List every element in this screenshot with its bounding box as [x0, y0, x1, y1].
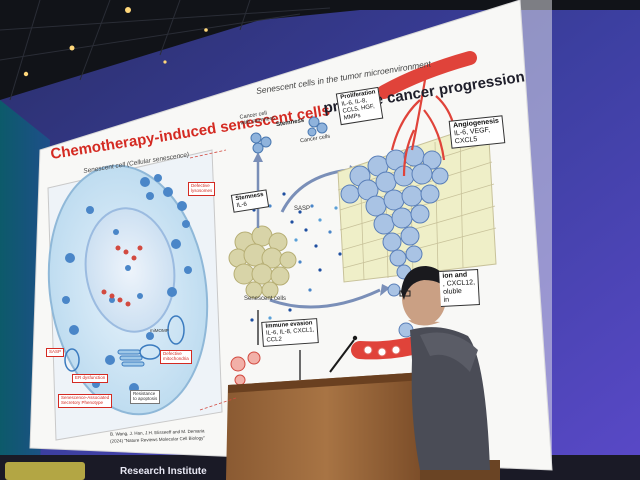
chair — [5, 462, 85, 480]
angiogenesis-detail: IL-6, VEGF, CXCL5 — [453, 126, 491, 146]
tumor-cluster — [340, 145, 449, 280]
blood-cells — [363, 345, 401, 357]
ceiling — [0, 0, 640, 100]
cancer-stem-cells — [250, 116, 328, 154]
dna-marks — [101, 245, 143, 307]
senescent-cells-cluster — [228, 225, 297, 299]
podium-microphone-icon — [329, 335, 358, 373]
proliferation-box: Proliferation IL-6, IL-8, CCL5, HGF, MMP… — [335, 86, 384, 125]
defective-lysosomes-box: Defective lysosomes — [188, 182, 216, 196]
immune-detail: IL-6, IL-8, CXCL1, CCL2 — [265, 327, 315, 344]
resistance-apoptosis-box: Resistance to apoptosis — [130, 390, 161, 404]
immune-evasion-box: Immune evasion IL-6, IL-8, CXCL1, CCL2 — [261, 318, 320, 347]
blood-vessel-top — [377, 51, 477, 99]
presenter — [399, 266, 490, 470]
label-sasp: SASP — [294, 206, 311, 212]
sasp-side-box: SASP — [46, 348, 65, 357]
label-senescent-cells: Senescent cells — [244, 296, 287, 302]
footer-text: Research Institute — [120, 466, 207, 477]
defective-mitochondria-box: Defective mitochondria — [160, 350, 192, 364]
ceiling-light-icon — [23, 7, 208, 77]
angiogenesis-box: Angiogenesis IL-6, VEGF, CXCL5 — [448, 115, 506, 149]
organelles — [62, 174, 192, 393]
proliferation-detail: IL-6, IL-8, CCL5, HGF, MMPs — [341, 97, 376, 122]
invasion-box: ion and , CXCL12, oluble in — [439, 268, 481, 308]
ceiling-grid — [0, 0, 331, 101]
label-mitomp: miMOMP — [150, 328, 169, 333]
er-dysfunction-box: ER dysfunction — [72, 374, 109, 383]
er-stacks — [117, 349, 145, 367]
invasion-detail: , CXCL12, oluble in — [442, 279, 476, 304]
podium — [226, 372, 426, 480]
sasp-phenotype-box: Senescence-Associated Secretory Phenotyp… — [58, 394, 113, 408]
